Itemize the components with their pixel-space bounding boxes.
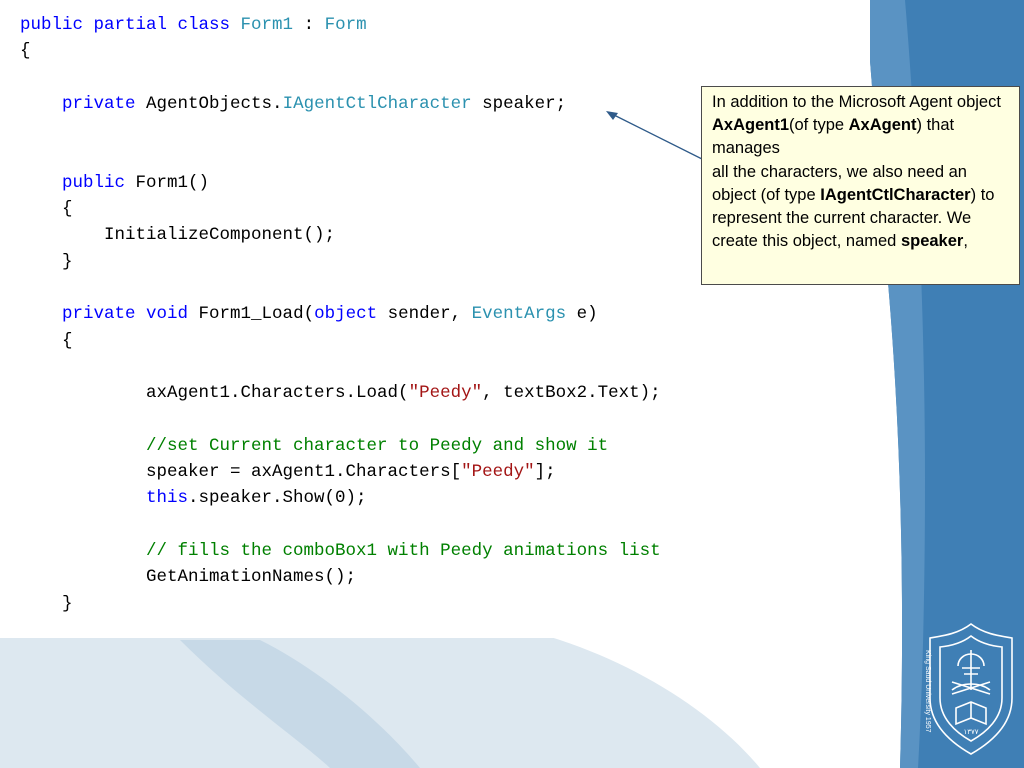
code-line: private AgentObjects.IAgentCtlCharacter …	[20, 91, 661, 117]
callout-bold-term: IAgentCtlCharacter	[820, 185, 971, 204]
university-seal-logo: King Saud University 1957 ١٣٧٧	[924, 622, 1013, 755]
code-token: EventArgs	[471, 304, 567, 325]
code-line	[20, 512, 661, 538]
code-token: InitializeComponent();	[20, 225, 336, 246]
code-token: private	[20, 93, 147, 114]
callout-bold-term: AxAgent	[848, 116, 917, 135]
code-token: :	[293, 15, 325, 35]
code-line	[20, 65, 661, 91]
code-line: speaker = axAgent1.Characters["Peedy"];	[20, 459, 661, 485]
code-block: public partial class Form1 : Form { priva…	[20, 12, 661, 617]
code-token: {	[20, 41, 31, 62]
code-line: }	[20, 249, 661, 275]
code-line	[20, 354, 661, 380]
code-token: {	[20, 199, 73, 220]
code-line	[20, 117, 661, 143]
callout-text: all the characters, we also need an obje…	[712, 162, 967, 204]
code-line: public partial class Form1 : Form	[20, 12, 661, 38]
code-token: , textBox2.Text);	[482, 383, 661, 404]
code-token: AgentObjects.	[146, 93, 283, 114]
code-token: public	[20, 172, 136, 193]
callout-arrow-icon	[606, 111, 709, 163]
code-token: object	[314, 304, 378, 325]
seal-year-text: ١٣٧٧	[963, 728, 978, 736]
code-token: private	[20, 304, 147, 325]
code-token: "Peedy"	[408, 383, 483, 404]
code-token: //set Current character to Peedy and sho…	[20, 435, 609, 456]
callout-text: (of type	[789, 116, 849, 135]
code-line	[20, 275, 661, 301]
callout-text: In addition to the Microsoft Agent objec…	[712, 93, 1001, 111]
seal-english-text: King Saud University 1957	[924, 650, 931, 733]
code-token: Form1	[240, 15, 294, 35]
explanation-callout: In addition to the Microsoft Agent objec…	[701, 86, 1020, 285]
code-token: speaker = axAgent1.Characters[	[20, 462, 462, 483]
code-token: "Peedy"	[461, 462, 535, 483]
code-line: axAgent1.Characters.Load("Peedy", textBo…	[20, 380, 661, 406]
code-token: }	[20, 593, 73, 614]
code-token: void	[146, 304, 189, 325]
code-token: IAgentCtlCharacter	[282, 93, 472, 114]
code-token: axAgent1.Characters.Load(	[20, 383, 409, 404]
code-line: this.speaker.Show(0);	[20, 485, 661, 511]
code-token: Form	[324, 15, 367, 35]
code-line: {	[20, 38, 661, 64]
code-line	[20, 143, 661, 169]
callout-bold-term: speaker	[900, 232, 964, 251]
code-token: public partial class	[20, 15, 241, 35]
code-line	[20, 406, 661, 432]
code-line: {	[20, 196, 661, 222]
code-line: GetAnimationNames();	[20, 564, 661, 590]
code-token: ];	[534, 462, 556, 483]
code-line: public Form1()	[20, 170, 661, 196]
code-line: // fills the comboBox1 with Peedy animat…	[20, 538, 661, 564]
code-token: {	[20, 330, 73, 351]
code-line: private void Form1_Load(object sender, E…	[20, 301, 661, 327]
code-token: this	[20, 488, 189, 509]
code-token: sender,	[377, 304, 472, 325]
code-line: //set Current character to Peedy and sho…	[20, 433, 661, 459]
callout-text: ) to represent the current character. We…	[712, 185, 995, 251]
code-token: e)	[566, 304, 598, 325]
callout-text: ,	[963, 232, 968, 251]
code-line: }	[20, 591, 661, 617]
code-token: speaker;	[471, 93, 567, 114]
code-line: InitializeComponent();	[20, 222, 661, 248]
code-token: }	[20, 251, 73, 272]
code-line: {	[20, 328, 661, 354]
code-token: .speaker.Show(0);	[188, 488, 367, 509]
callout-bold-term: AxAgent1	[712, 116, 790, 135]
code-token: GetAnimationNames();	[20, 567, 357, 588]
code-token: Form1()	[135, 172, 210, 193]
callout-text: ) that manages	[712, 116, 955, 158]
code-token: Form1_Load(	[188, 304, 315, 325]
code-token: // fills the comboBox1 with Peedy animat…	[20, 540, 661, 561]
